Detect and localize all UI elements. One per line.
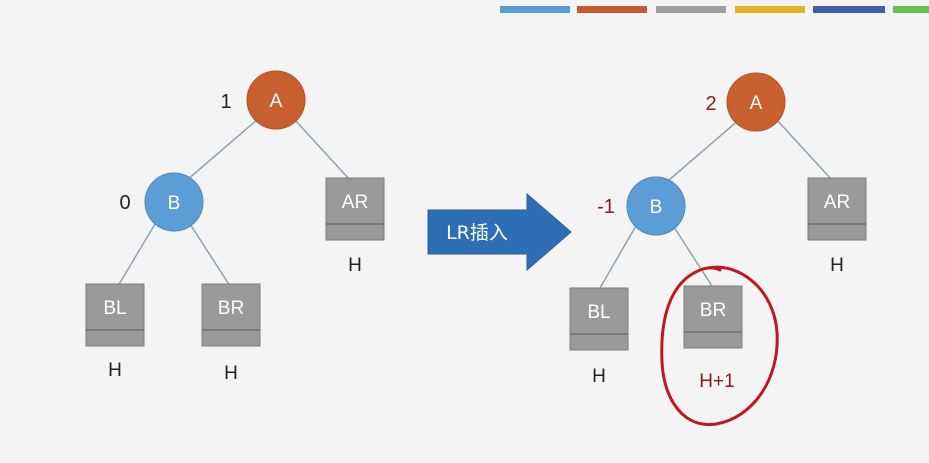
- subtree-bl-label: BL: [103, 298, 126, 319]
- node-a-after-balance: 2: [705, 93, 716, 115]
- subtree-ar-after-label: AR: [824, 192, 850, 213]
- node-b-after-balance: -1: [597, 196, 615, 218]
- node-b: B: [144, 172, 204, 232]
- edge-b-bl-after: [599, 223, 638, 289]
- node-a-after-label: A: [750, 93, 763, 114]
- node-a-after: A: [726, 72, 786, 132]
- edge-b-br-after: [671, 223, 713, 287]
- subtree-br: BR: [201, 283, 261, 347]
- node-a: A: [246, 70, 306, 130]
- node-b-after-label: B: [650, 197, 663, 218]
- subtree-bl-after-height: H: [592, 366, 606, 387]
- node-a-label: A: [270, 91, 283, 112]
- edge-b-bl: [117, 223, 156, 287]
- node-b-after: B: [626, 176, 686, 236]
- edge-a-b: [186, 118, 259, 181]
- subtree-bl-after: BL: [569, 287, 629, 351]
- subtree-bl-height: H: [108, 360, 122, 381]
- subtree-br-label: BR: [218, 298, 244, 319]
- color-swatch-4: [735, 6, 805, 13]
- tree-before: A 1 B 0 AR H BL H BR H: [85, 70, 385, 384]
- color-swatch-6: [893, 6, 929, 13]
- subtree-ar: AR: [325, 177, 385, 241]
- subtree-ar-height: H: [348, 255, 362, 276]
- node-b-label: B: [168, 193, 181, 214]
- color-swatch-1: [500, 6, 570, 13]
- subtree-ar-after: AR: [807, 177, 867, 241]
- subtree-br-height: H: [224, 363, 238, 384]
- subtree-br-after: BR: [683, 285, 743, 349]
- subtree-ar-after-height: H: [830, 255, 844, 276]
- highlight-circle: [660, 265, 779, 427]
- subtree-bl-after-label: BL: [587, 302, 610, 323]
- edge-a-ar-after: [775, 118, 833, 181]
- subtree-br-after-label: BR: [700, 300, 726, 321]
- color-swatch-2: [577, 6, 647, 13]
- lr-insertion-arrow-label: LR插入: [446, 222, 508, 244]
- lr-insertion-arrow: LR插入: [427, 192, 572, 272]
- tree-after: A 2 B -1 AR H BL H BR H+1: [569, 72, 867, 427]
- color-strip: [500, 6, 929, 13]
- subtree-bl: BL: [85, 283, 145, 347]
- subtree-br-after-height: H+1: [699, 371, 734, 392]
- subtree-ar-label: AR: [342, 192, 368, 213]
- edge-b-br: [189, 223, 231, 287]
- node-a-balance: 1: [220, 91, 231, 113]
- edge-a-ar: [293, 118, 351, 181]
- edge-a-b-after: [668, 118, 741, 181]
- color-swatch-3: [656, 6, 726, 13]
- node-b-balance: 0: [119, 192, 130, 214]
- color-swatch-5: [813, 6, 885, 13]
